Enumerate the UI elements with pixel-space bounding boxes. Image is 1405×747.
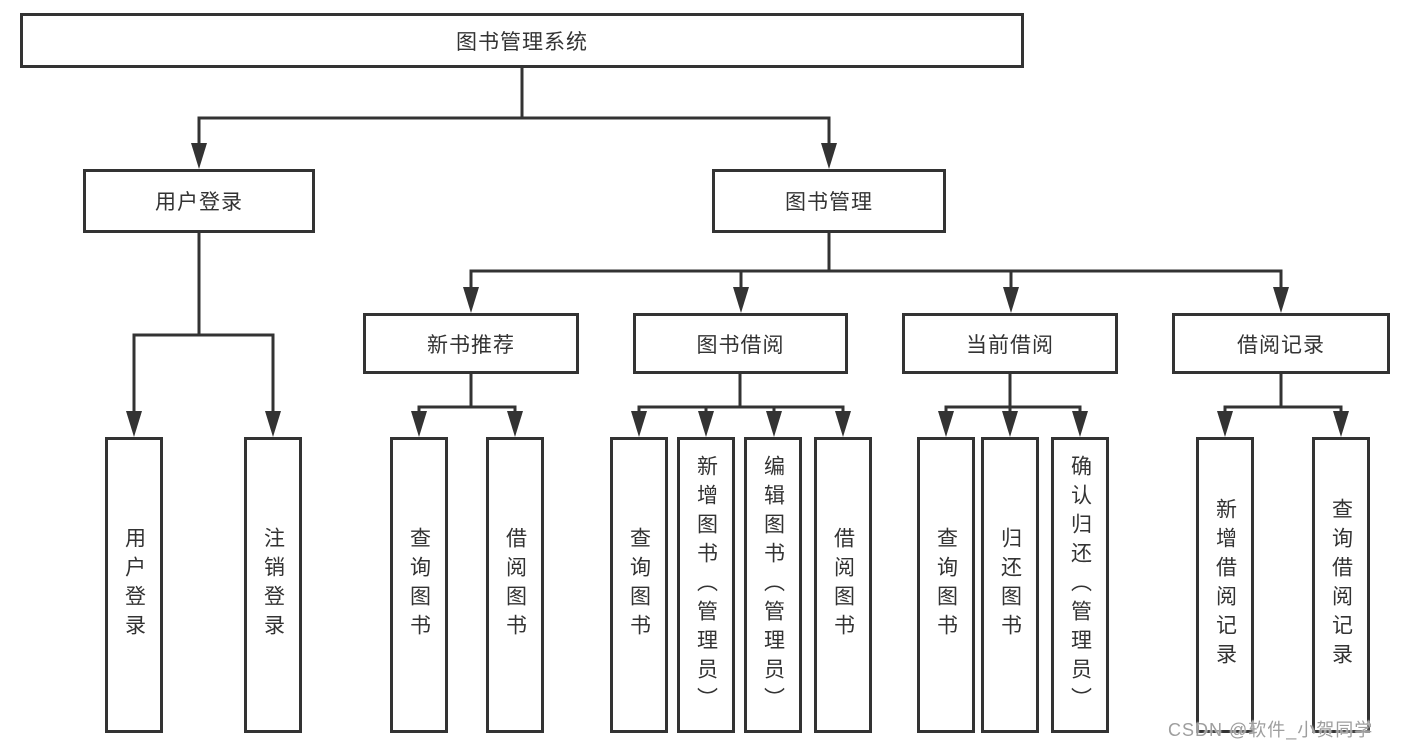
- node-new-book-recommend: 新书推荐: [363, 313, 579, 374]
- node-book-borrow: 图书借阅: [633, 313, 848, 374]
- leaf-user-login: 用户登录: [105, 437, 163, 733]
- leaf-borrow-edit-books-admin-label: 编辑图书（管理员）: [761, 454, 785, 716]
- leaf-recommend-query-books-label: 查询图书: [407, 527, 431, 643]
- leaf-current-confirm-return-admin-label: 确认归还（管理员）: [1068, 454, 1092, 716]
- leaf-records-add-record-label: 新增借阅记录: [1213, 498, 1237, 672]
- node-current-borrow: 当前借阅: [902, 313, 1118, 374]
- node-book-manage-label: 图书管理: [785, 191, 873, 214]
- leaf-borrow-query-books: 查询图书: [610, 437, 668, 733]
- leaf-current-query-books-label: 查询图书: [934, 527, 958, 643]
- node-user-login: 用户登录: [83, 169, 315, 233]
- leaf-current-confirm-return-admin: 确认归还（管理员）: [1051, 437, 1109, 733]
- node-user-login-label: 用户登录: [155, 191, 243, 214]
- leaf-borrow-add-books-admin-label: 新增图书（管理员）: [694, 454, 718, 716]
- connector-login-to-leaves: [126, 233, 281, 437]
- node-current-borrow-label: 当前借阅: [966, 333, 1054, 357]
- leaf-records-query-record-label: 查询借阅记录: [1329, 498, 1353, 672]
- connector-current-to-leaves: [938, 374, 1088, 437]
- connector-root-to-level2: [191, 68, 837, 169]
- leaf-records-query-record: 查询借阅记录: [1312, 437, 1370, 733]
- leaf-recommend-query-books: 查询图书: [390, 437, 448, 733]
- csdn-watermark: CSDN @软件_小贺同学: [1168, 720, 1374, 740]
- node-new-book-recommend-label: 新书推荐: [427, 333, 515, 357]
- leaf-logout-label: 注销登录: [261, 527, 285, 643]
- leaf-records-add-record: 新增借阅记录: [1196, 437, 1254, 733]
- leaf-logout: 注销登录: [244, 437, 302, 733]
- leaf-borrow-borrow-books-label: 借阅图书: [831, 527, 855, 643]
- node-book-borrow-label: 图书借阅: [696, 333, 785, 357]
- leaf-borrow-query-books-label: 查询图书: [627, 527, 651, 643]
- leaf-borrow-add-books-admin: 新增图书（管理员）: [677, 437, 735, 733]
- connector-records-to-leaves: [1217, 374, 1349, 437]
- connector-manage-to-level3: [463, 233, 1289, 313]
- connector-recommend-to-leaves: [411, 374, 523, 437]
- leaf-borrow-edit-books-admin: 编辑图书（管理员）: [744, 437, 802, 733]
- leaf-borrow-borrow-books: 借阅图书: [814, 437, 872, 733]
- node-library-system: 图书管理系统: [20, 13, 1024, 68]
- connector-borrow-to-leaves: [631, 374, 851, 437]
- leaf-recommend-borrow-books: 借阅图书: [486, 437, 544, 733]
- leaf-recommend-borrow-books-label: 借阅图书: [503, 527, 527, 643]
- leaf-user-login-label: 用户登录: [122, 527, 146, 643]
- node-borrow-records-label: 借阅记录: [1237, 333, 1325, 357]
- leaf-current-query-books: 查询图书: [917, 437, 975, 733]
- node-borrow-records: 借阅记录: [1172, 313, 1390, 374]
- leaf-current-return-books: 归还图书: [981, 437, 1039, 733]
- node-library-system-label: 图书管理系统: [456, 30, 588, 54]
- node-book-manage: 图书管理: [712, 169, 946, 233]
- leaf-current-return-books-label: 归还图书: [998, 527, 1022, 643]
